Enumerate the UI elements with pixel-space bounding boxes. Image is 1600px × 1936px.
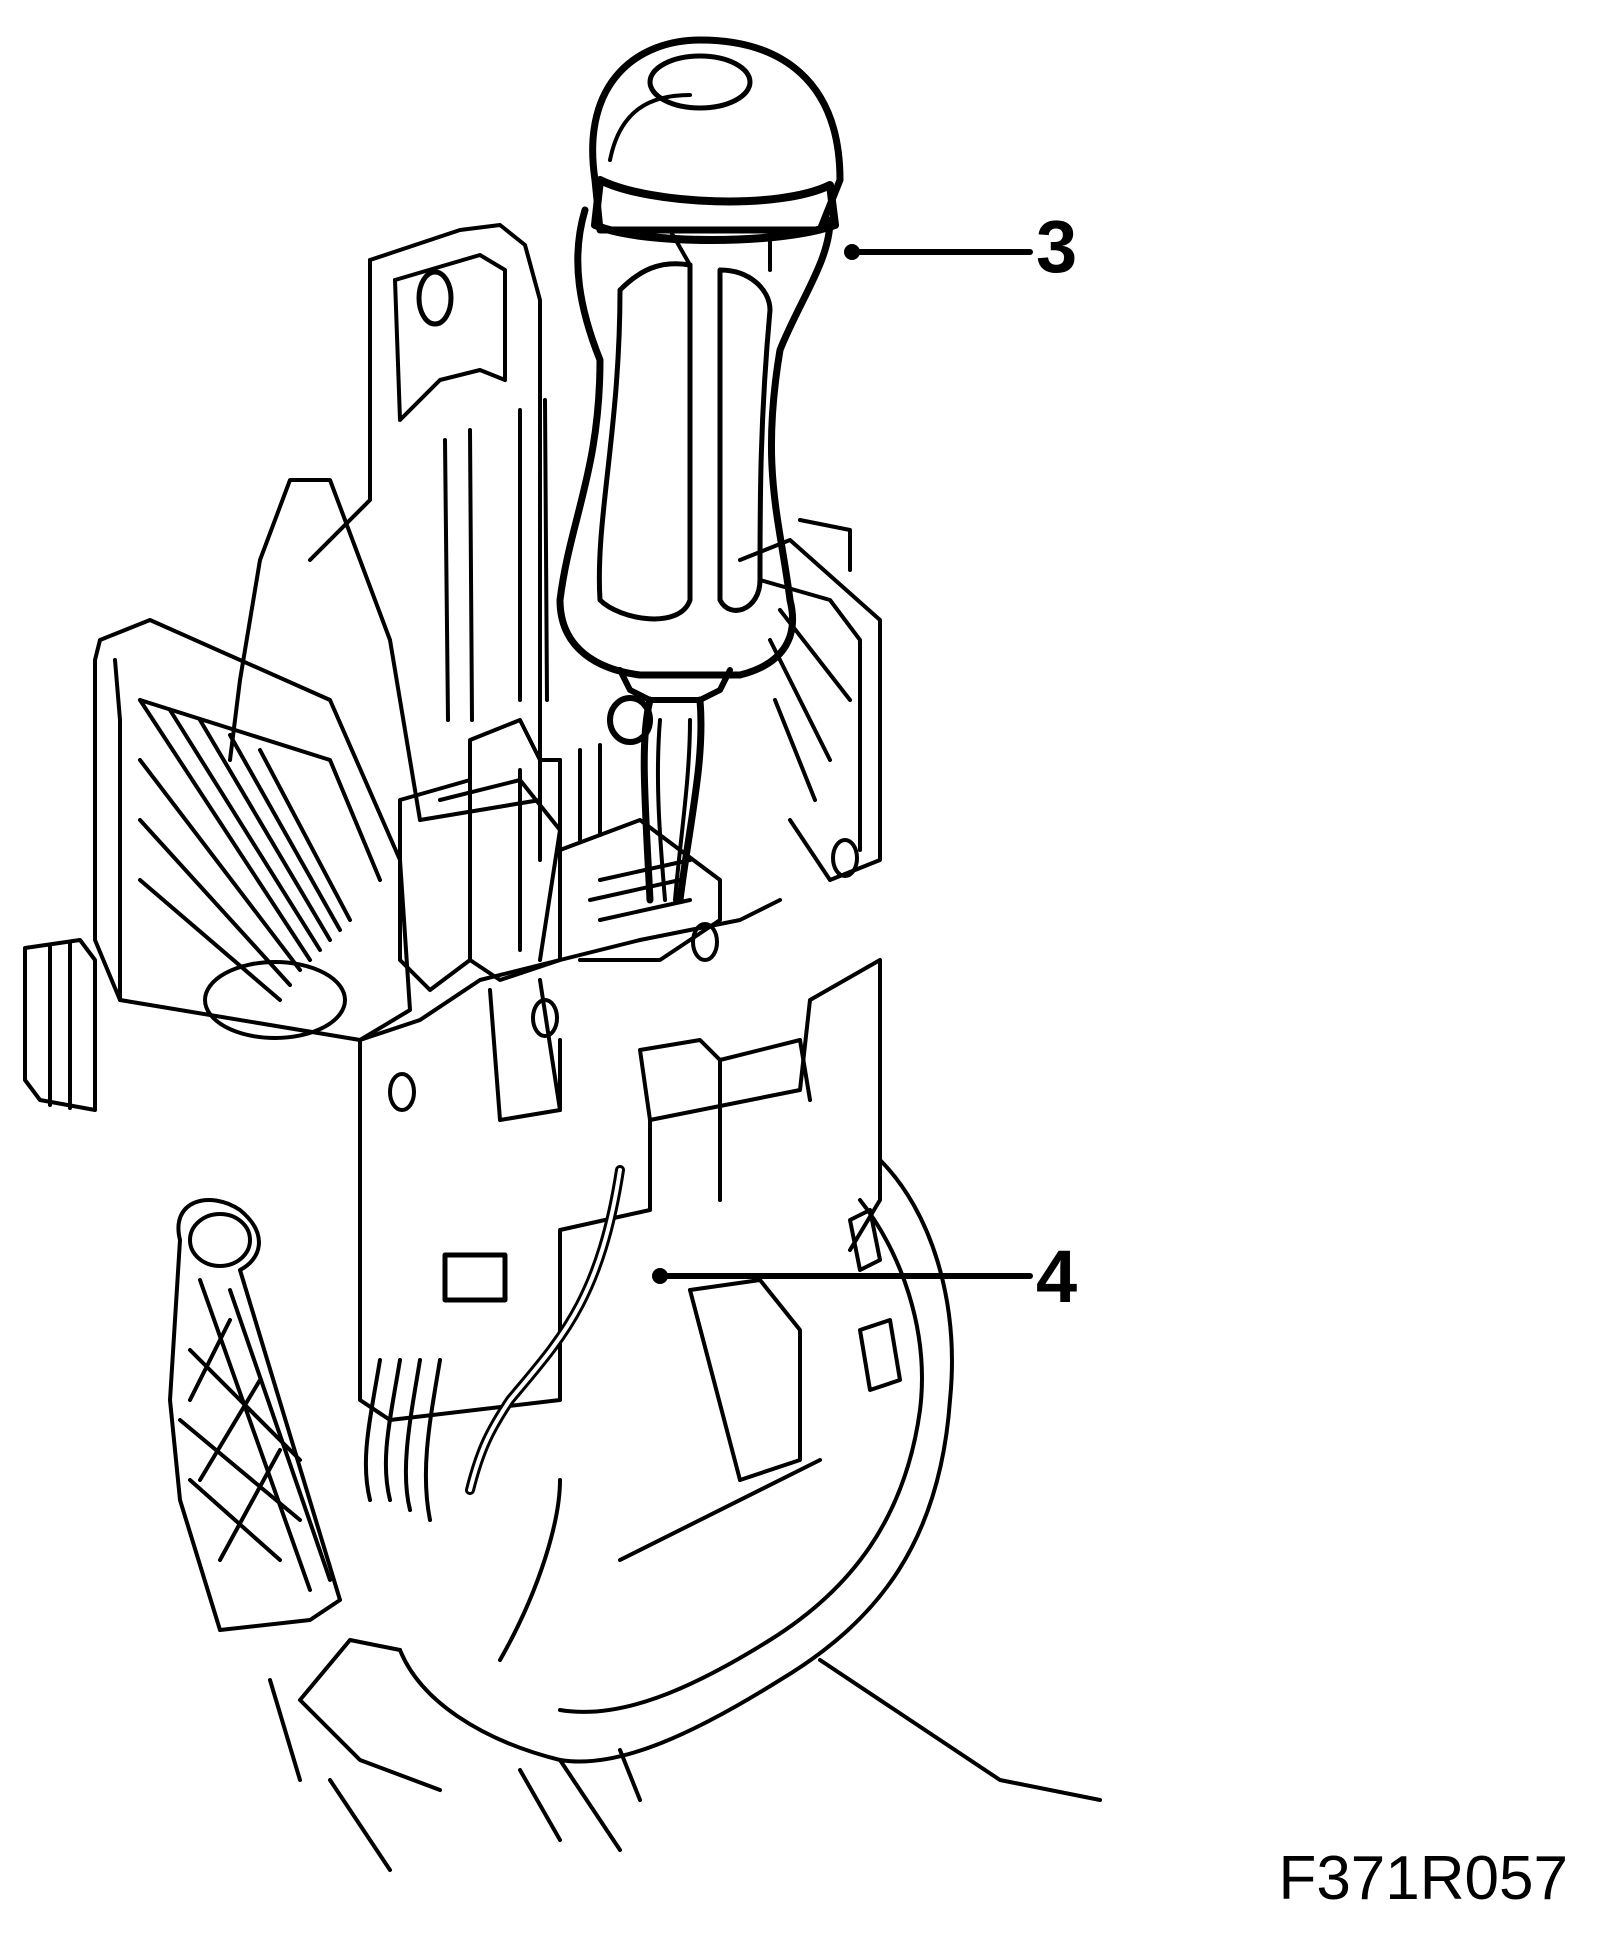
- figure-id-label: F371R057: [1278, 1844, 1568, 1913]
- screwdriver: [556, 36, 844, 904]
- lever-arm: [168, 1198, 342, 1632]
- wire-harness: [363, 1165, 625, 1522]
- connector-block: [398, 718, 722, 992]
- callout-number-4: 4: [1036, 1235, 1078, 1318]
- base-shroud: [268, 1158, 1102, 1872]
- console-bracket: [23, 223, 882, 1422]
- callout-leaders: [652, 244, 1033, 1284]
- callout-number-3: 3: [1036, 205, 1078, 288]
